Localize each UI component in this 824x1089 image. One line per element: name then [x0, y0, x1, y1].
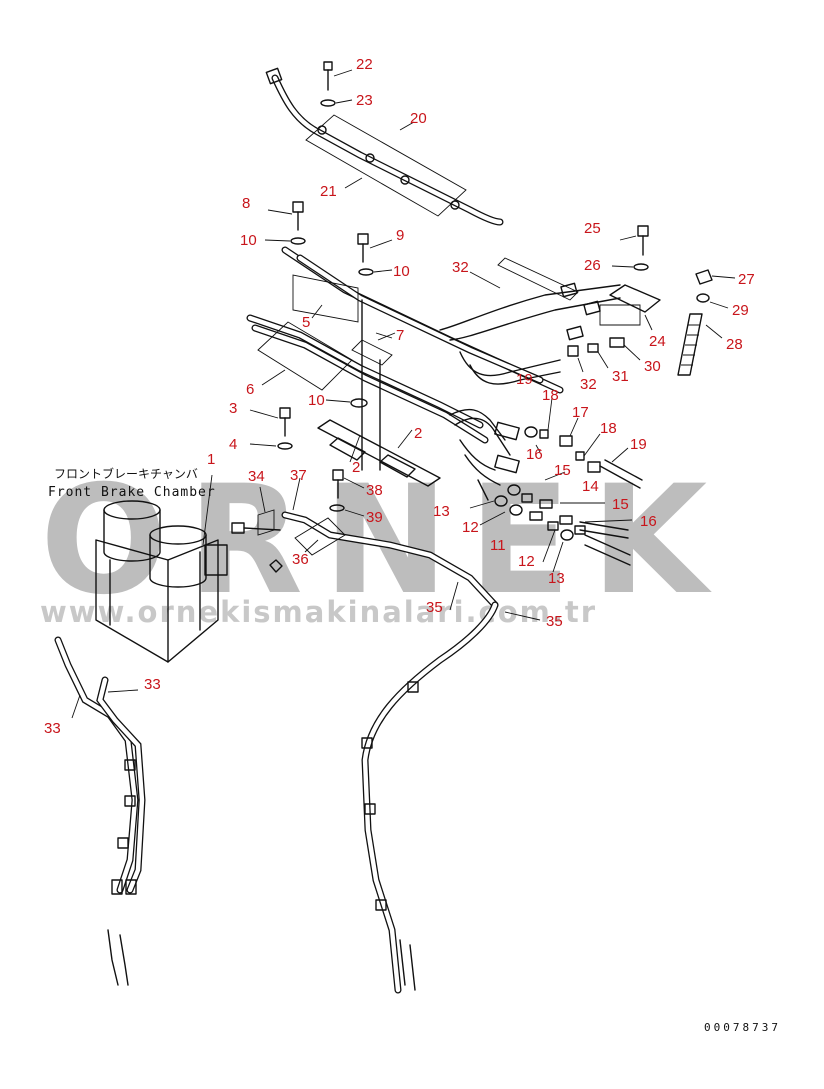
fitting-31 [587, 343, 599, 353]
callout-18[interactable]: 18 [600, 420, 617, 437]
middle-pipe-bundle [246, 314, 520, 501]
callout-12[interactable]: 12 [518, 553, 535, 570]
protector-6 [257, 321, 353, 391]
bolt-22-head [323, 61, 333, 71]
callout-35[interactable]: 35 [426, 599, 443, 616]
callout-25[interactable]: 25 [584, 220, 601, 237]
clip-34 [257, 509, 275, 536]
protector-sheet-20 [305, 114, 467, 217]
callout-29[interactable]: 29 [732, 302, 749, 319]
washer-23 [320, 99, 336, 107]
callout-19[interactable]: 19 [516, 371, 533, 388]
callout-16[interactable]: 16 [640, 513, 657, 530]
callout-19[interactable]: 19 [630, 436, 647, 453]
callout-26[interactable]: 26 [584, 257, 601, 274]
callout-15[interactable]: 15 [612, 496, 629, 513]
fitting-18a [539, 429, 549, 439]
callout-12[interactable]: 12 [462, 519, 479, 536]
connector-block-24 [609, 284, 661, 313]
protector-5 [292, 274, 359, 323]
callout-11[interactable]: 11 [490, 537, 506, 554]
front-brake-chamber [95, 474, 283, 663]
callout-7[interactable]: 7 [396, 327, 404, 344]
callout-23[interactable]: 23 [356, 92, 373, 109]
callout-15[interactable]: 15 [554, 462, 571, 479]
clamp-7 [351, 339, 393, 366]
fittings-11-19 [469, 397, 643, 573]
bolt-25-head [637, 225, 649, 237]
callout-2[interactable]: 2 [352, 459, 360, 476]
hose-28 [677, 313, 703, 376]
callout-31[interactable]: 31 [612, 368, 629, 385]
callout-33[interactable]: 33 [44, 720, 61, 737]
part-callouts: 22 23 20 21 8 10 9 10 32 25 26 27 29 28 … [44, 56, 755, 737]
callout-10[interactable]: 10 [393, 263, 410, 280]
callout-38[interactable]: 38 [366, 482, 383, 499]
callout-4[interactable]: 4 [229, 436, 237, 453]
callout-39[interactable]: 39 [366, 509, 383, 526]
nut-29 [696, 293, 710, 303]
chamber-label-jp: フロントブレーキチャンバ [54, 466, 198, 481]
bolt-3-head [279, 407, 291, 419]
watermark: ORNEK www.ornekismakinalari.com.tr [40, 454, 707, 629]
left-pipe-assembly [54, 636, 146, 986]
callout-36[interactable]: 36 [292, 551, 309, 568]
lower-bracket-assembly [249, 299, 441, 487]
callout-18[interactable]: 18 [542, 387, 559, 404]
callout-30[interactable]: 30 [644, 358, 661, 375]
nut-32 [567, 345, 579, 357]
callout-28[interactable]: 28 [726, 336, 743, 353]
callout-21[interactable]: 21 [320, 183, 337, 200]
callout-35[interactable]: 35 [546, 613, 563, 630]
callout-10[interactable]: 10 [308, 392, 325, 409]
bracket-2 [317, 419, 441, 487]
bolt-9-head [357, 233, 369, 245]
callout-33[interactable]: 33 [144, 676, 161, 693]
callout-8[interactable]: 8 [242, 195, 250, 212]
center-pipe-assembly [281, 469, 541, 994]
callout-14[interactable]: 14 [582, 478, 599, 495]
callout-1[interactable]: 1 [207, 451, 215, 468]
callout-20[interactable]: 20 [410, 110, 427, 127]
bolt-8-head [292, 201, 304, 213]
chamber-label-en: Front Brake Chamber [48, 485, 216, 500]
top-hose-assembly [265, 61, 504, 226]
callout-34[interactable]: 34 [248, 468, 265, 485]
callout-6[interactable]: 6 [246, 381, 254, 398]
callout-2[interactable]: 2 [414, 425, 422, 442]
callout-37[interactable]: 37 [290, 467, 307, 484]
callout-5[interactable]: 5 [302, 314, 310, 331]
callout-16[interactable]: 16 [526, 446, 543, 463]
chamber-valve [204, 544, 228, 576]
upper-bracket-assembly [264, 201, 621, 394]
callout-13[interactable]: 13 [433, 503, 450, 520]
nut-19 [587, 461, 601, 473]
callout-32[interactable]: 32 [452, 259, 469, 276]
callout-22[interactable]: 22 [356, 56, 373, 73]
watermark-url: www.ornekismakinalari.com.tr [40, 595, 597, 629]
protector-32 [497, 257, 579, 301]
callout-9[interactable]: 9 [396, 227, 404, 244]
callout-10[interactable]: 10 [240, 232, 257, 249]
fitting-17 [559, 435, 573, 447]
callout-17[interactable]: 17 [572, 404, 589, 421]
callout-24[interactable]: 24 [649, 333, 666, 350]
elbow-27 [695, 269, 713, 285]
callout-13[interactable]: 13 [548, 570, 565, 587]
callout-27[interactable]: 27 [738, 271, 755, 288]
right-fittings [560, 225, 736, 376]
callout-32[interactable]: 32 [580, 376, 597, 393]
fitting-30 [609, 337, 625, 348]
clip-36 [294, 517, 346, 556]
drawing-code: 00078737 [704, 1021, 781, 1034]
callout-3[interactable]: 3 [229, 400, 237, 417]
